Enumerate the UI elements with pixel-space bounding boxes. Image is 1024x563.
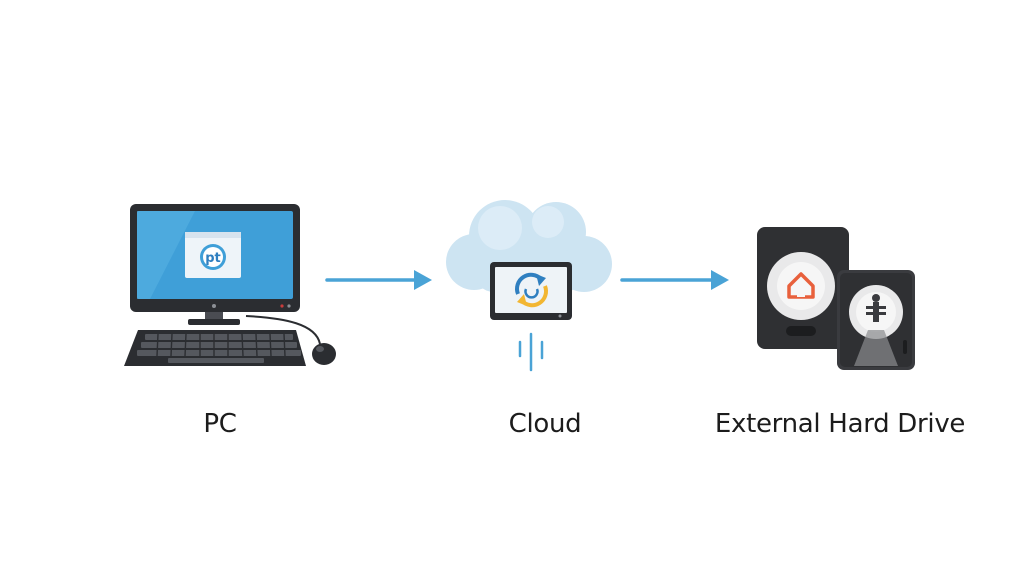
right-arrow-icon — [620, 270, 729, 290]
right-arrow-icon — [325, 270, 432, 290]
pc-label: PC — [203, 409, 237, 439]
cloud-label: Cloud — [508, 409, 582, 439]
external-hard-drive-icon — [757, 227, 915, 370]
pc-screen-logo: pt — [205, 251, 221, 266]
cloud-sync-icon — [446, 200, 612, 372]
external-hard-drive-label: External Hard Drive — [714, 409, 966, 439]
desktop-computer-icon: pt — [124, 204, 336, 366]
